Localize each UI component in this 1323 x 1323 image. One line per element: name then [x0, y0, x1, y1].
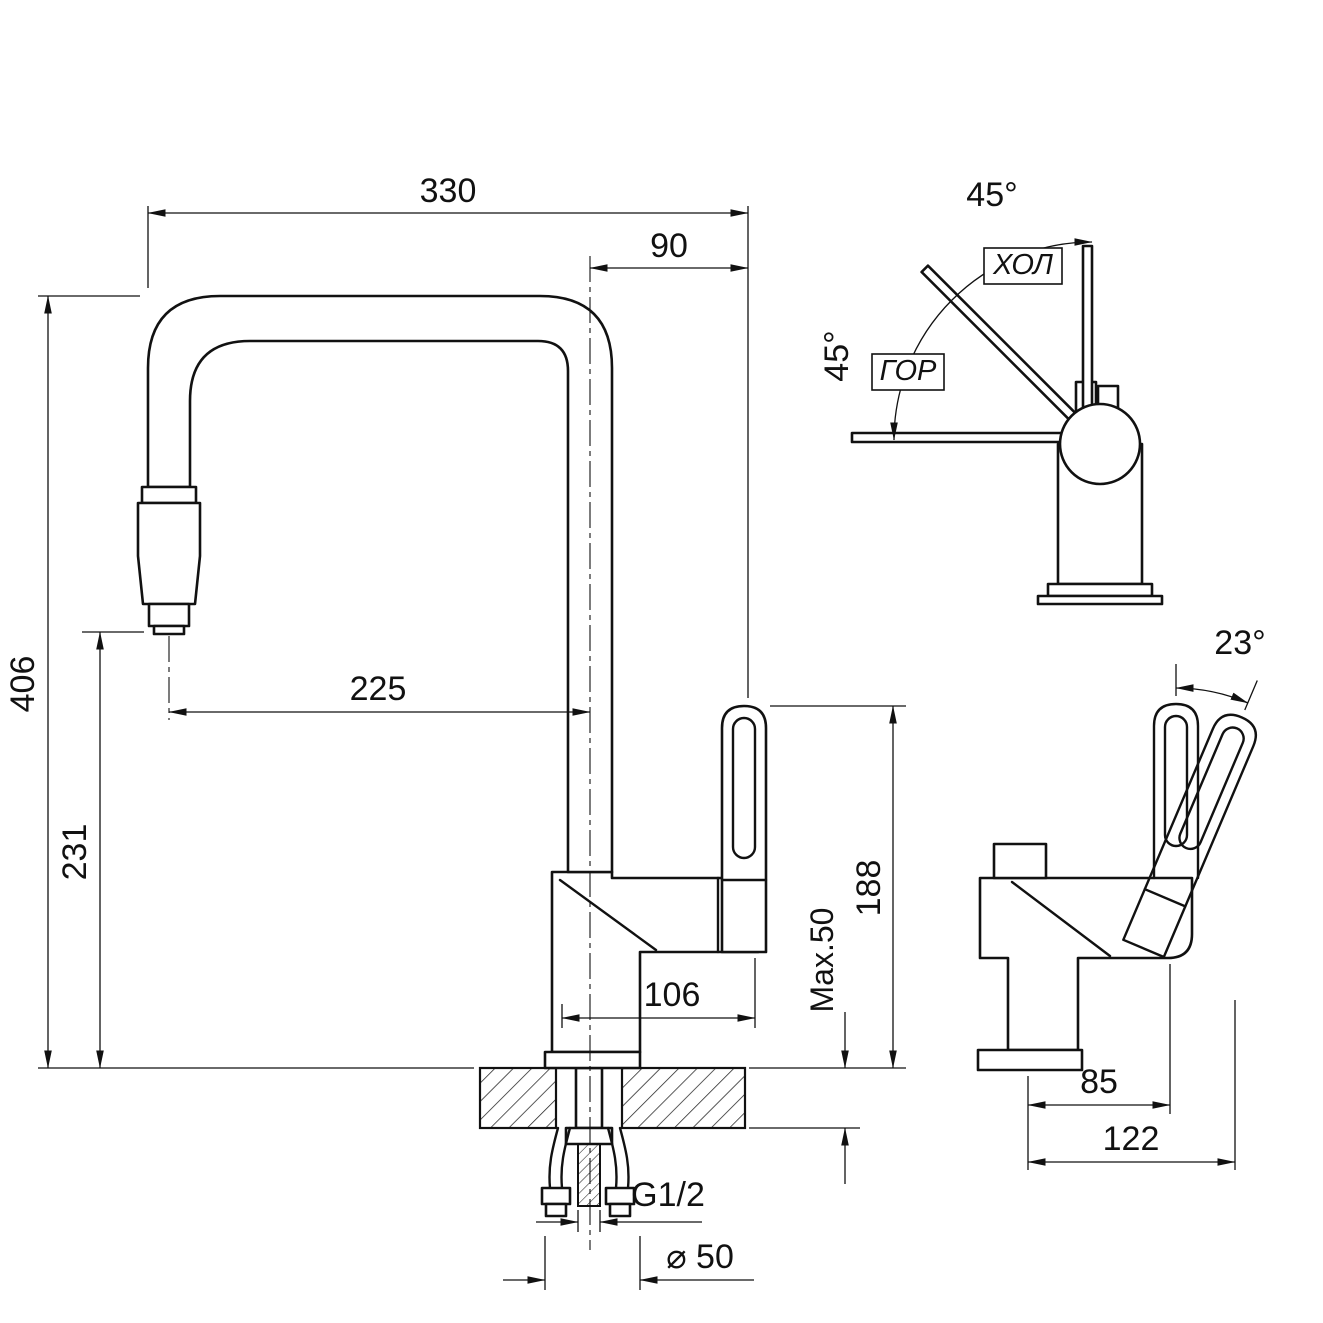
base-flange [543, 1050, 642, 1070]
dim-thread-label: G1/2 [631, 1176, 705, 1214]
front-dimensions: 330 90 406 231 225 106 M [4, 172, 906, 1290]
side-handle-vertical [1152, 702, 1200, 880]
cold-label: ХОЛ [992, 249, 1053, 281]
hot-label: ГОР [880, 355, 937, 387]
dim-122-label: 122 [1103, 1120, 1160, 1158]
dim-85-label: 85 [1080, 1063, 1118, 1101]
threaded-stud [577, 1143, 601, 1207]
mounting-nut [564, 1126, 614, 1146]
supply-hoses [540, 1126, 636, 1218]
pivot-ball [1058, 402, 1142, 486]
front-view: 330 90 406 231 225 106 M [4, 172, 906, 1290]
rotation-view: 45° 45° ХОЛ ГОР [818, 176, 1164, 606]
dim-330-label: 330 [420, 172, 477, 210]
mounting-shank [574, 1066, 604, 1130]
spray-head [136, 485, 202, 636]
side-handle-slot [1163, 714, 1189, 848]
handle-position-horizontal [850, 431, 1094, 444]
tilt-arc [1175, 684, 1249, 704]
side-body [978, 876, 1194, 1052]
dim-45-left-label: 45° [818, 330, 856, 381]
cold-label-box [983, 247, 1063, 285]
dim-231-label: 231 [56, 824, 94, 881]
side-handle-tilted [1122, 680, 1258, 959]
side-chamfer-line [1010, 880, 1112, 958]
countertop-right [620, 1066, 747, 1130]
spout-pipe [146, 294, 614, 874]
side-top-block [992, 842, 1048, 880]
dim-106-label: 106 [644, 976, 701, 1014]
dim-406-label: 406 [4, 656, 42, 713]
rotation-arc [890, 238, 1093, 441]
dim-23-label: 23° [1214, 624, 1265, 662]
dim-max50-label: Max.50 [804, 908, 840, 1013]
side-base-flange [976, 1048, 1084, 1072]
body-base-plate [1036, 594, 1164, 606]
handle-front [720, 704, 768, 954]
dim-225-label: 225 [350, 670, 407, 708]
dim-diameter-label: ⌀ 50 [666, 1238, 734, 1276]
side-dimensions: 85 122 [1027, 964, 1236, 1170]
dim-188-label: 188 [850, 860, 888, 917]
handle-slot [731, 716, 757, 860]
dim-90-label: 90 [650, 227, 688, 265]
body-chamfer-line [558, 878, 658, 952]
body-base [1046, 582, 1154, 598]
countertop-left [478, 1066, 558, 1130]
hot-label-box [871, 353, 945, 391]
side-view: 23° 85 122 [976, 624, 1266, 1170]
dim-45-top-label: 45° [966, 176, 1017, 214]
